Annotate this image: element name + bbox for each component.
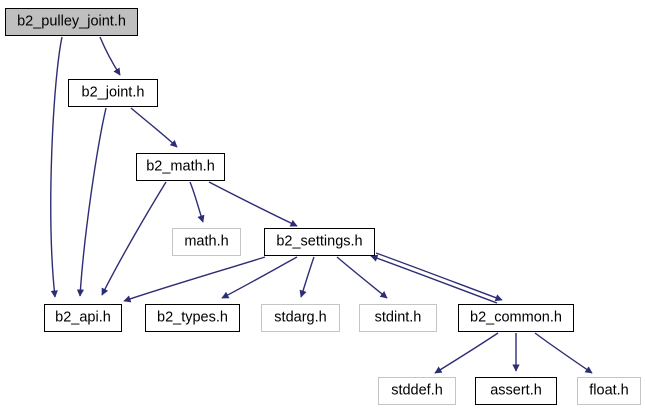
node-b2_types[interactable]: b2_types.h (145, 304, 240, 332)
node-b2_api[interactable]: b2_api.h (44, 304, 122, 332)
node-stdarg[interactable]: stdarg.h (261, 304, 340, 332)
node-b2_common[interactable]: b2_common.h (458, 304, 574, 332)
edge-b2_settings-to-b2_api (123, 256, 266, 303)
node-label: b2_api.h (55, 309, 111, 326)
edge-b2_settings-to-b2_common (375, 252, 503, 302)
node-stddef[interactable]: stddef.h (378, 377, 456, 405)
node-label: math.h (184, 233, 229, 250)
edge-b2_settings-to-b2_types (221, 256, 298, 299)
node-label: assert.h (490, 382, 542, 399)
node-assert[interactable]: assert.h (475, 377, 557, 405)
node-label: stddef.h (391, 382, 443, 399)
node-label: stdarg.h (274, 309, 327, 326)
edge-b2_common-to-b2_settings (370, 254, 498, 304)
node-b2_pulley_joint[interactable]: b2_pulley_joint.h (5, 8, 138, 36)
node-label: b2_pulley_joint.h (17, 13, 126, 30)
edge-b2_joint-to-b2_api (76, 107, 107, 297)
edge-b2_joint-to-b2_math (130, 107, 178, 148)
node-label: b2_common.h (470, 309, 562, 326)
edge-b2_math-to-b2_settings (208, 181, 298, 227)
edge-b2_settings-to-stdarg (299, 256, 315, 298)
node-label: b2_math.h (146, 158, 215, 175)
node-stdint[interactable]: stdint.h (359, 304, 437, 332)
node-float[interactable]: float.h (577, 377, 641, 405)
edge-b2_math-to-math (189, 181, 205, 223)
node-math[interactable]: math.h (172, 228, 241, 256)
node-label: b2_joint.h (81, 84, 145, 101)
node-b2_math[interactable]: b2_math.h (136, 153, 225, 181)
edge-b2_common-to-stddef (434, 332, 499, 374)
node-label: float.h (589, 382, 629, 399)
node-b2_settings[interactable]: b2_settings.h (264, 228, 375, 256)
edge-b2_pulley_joint-to-b2_api (50, 36, 63, 298)
edge-b2_pulley_joint-to-b2_joint (99, 36, 121, 76)
node-label: b2_settings.h (276, 233, 363, 250)
edge-b2_common-to-float (534, 332, 593, 374)
edge-b2_settings-to-stdint (336, 256, 388, 299)
node-label: stdint.h (374, 309, 422, 326)
edges-group (50, 36, 593, 374)
node-b2_joint[interactable]: b2_joint.h (68, 79, 158, 107)
node-label: b2_types.h (157, 309, 228, 326)
edge-b2_math-to-b2_api (101, 181, 167, 296)
